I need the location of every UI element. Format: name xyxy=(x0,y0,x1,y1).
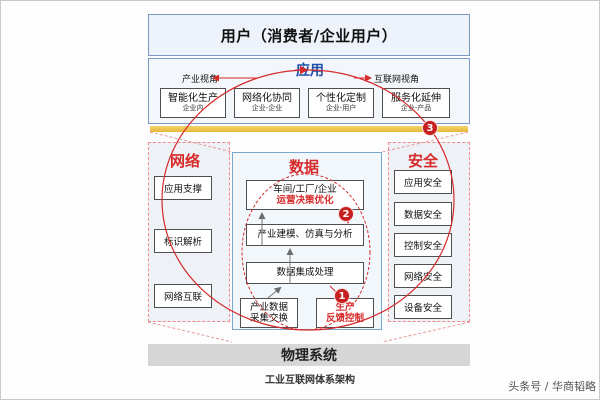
security-title: 安全 xyxy=(408,152,439,170)
app-box-main: 个性化定制 xyxy=(316,93,366,105)
security-item-network: 网络安全 xyxy=(394,264,452,288)
security-item-data: 数据安全 xyxy=(394,202,452,226)
app-box-networked-collaboration: 网络化协同 企业-企业 xyxy=(234,88,300,118)
network-item-interconnection: 网络互联 xyxy=(154,284,212,308)
app-box-main: 智能化生产 xyxy=(168,93,218,105)
internet-perspective-label: 互联网视角 xyxy=(374,75,420,85)
data-box-line: 采集交换 xyxy=(249,313,288,324)
industry-perspective-label: 产业视角 xyxy=(182,75,219,85)
data-box-line: 车间/工厂/企业 xyxy=(273,183,337,195)
data-box-line: 产业数据 xyxy=(249,301,288,313)
badge-step-2: 2 xyxy=(338,206,354,222)
data-box-integration: 数据集成处理 xyxy=(246,262,364,284)
app-box-smart-production: 智能化生产 企业内 xyxy=(160,88,226,118)
security-item-application: 应用安全 xyxy=(394,170,452,194)
app-box-personalized-customization: 个性化定制 企业-用户 xyxy=(308,88,374,118)
data-box-modeling-simulation: 产业建模、仿真与分析 xyxy=(246,224,364,246)
app-box-sub: 企业-企业 xyxy=(251,103,283,112)
app-box-main: 网络化协同 xyxy=(242,93,292,105)
figure-caption: 工业互联网体系架构 xyxy=(265,375,355,386)
badge-step-3: 3 xyxy=(422,120,438,136)
badge-step-1: 1 xyxy=(334,288,350,304)
watermark: 头条号 / 华商韬略 xyxy=(508,380,596,393)
data-box-highlight: 运营决策优化 xyxy=(276,195,334,206)
data-box-collection-exchange: 产业数据 采集交换 xyxy=(240,298,298,328)
gold-divider xyxy=(150,126,468,132)
app-box-sub: 企业-用户 xyxy=(325,103,357,112)
security-item-device: 设备安全 xyxy=(394,295,452,319)
application-title: 应用 xyxy=(296,63,324,79)
network-item-identifier-resolution: 标识解析 xyxy=(154,229,212,253)
physical-system-bar: 物理系统 xyxy=(148,344,470,366)
app-box-sub: 企业-产品 xyxy=(400,103,432,112)
network-title: 网络 xyxy=(170,152,201,170)
app-box-sub: 企业内 xyxy=(182,103,204,112)
security-item-control: 控制安全 xyxy=(394,233,452,257)
data-box-highlight: 反馈控制 xyxy=(325,313,364,324)
user-bar: 用户（消费者/企业用户） xyxy=(148,14,470,56)
app-box-main: 服务化延伸 xyxy=(391,93,441,105)
network-item-app-support: 应用支撑 xyxy=(154,176,212,200)
data-title: 数据 xyxy=(289,158,320,176)
app-box-service-extension: 服务化延伸 企业-产品 xyxy=(382,88,450,118)
